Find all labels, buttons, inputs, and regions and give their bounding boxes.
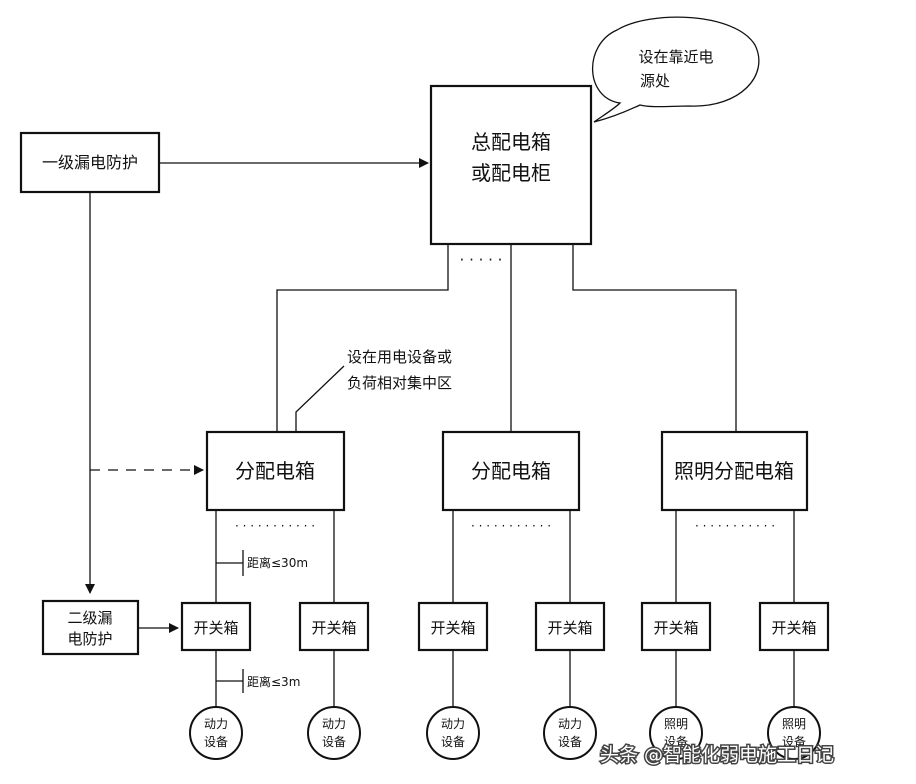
callout-main-line-2: 源处 xyxy=(640,72,670,90)
equipment-line-2: 设备 xyxy=(441,735,465,749)
equipment-line-2: 设备 xyxy=(664,735,688,749)
callout-distribution: 设在用电设备或 负荷相对集中区 xyxy=(347,348,452,392)
distribution-box-2-label: 分配电箱 xyxy=(471,459,551,483)
level1-protection-box: 一级漏电防护 xyxy=(19,131,161,194)
power-equipment: 动力 设备 xyxy=(543,706,597,760)
power-equipment: 动力 设备 xyxy=(189,706,243,760)
equipment-line-1: 动力 xyxy=(441,717,465,731)
main-distribution-box: 总配电箱 或配电柜 xyxy=(429,84,593,246)
equipment-line-2: 设备 xyxy=(322,735,346,749)
switch-box-label: 开关箱 xyxy=(547,619,592,637)
power-equipment: 动力 设备 xyxy=(307,706,361,760)
level2-protection-line-1: 二级漏 xyxy=(67,609,112,627)
equipment-line-2: 设备 xyxy=(204,735,228,749)
switch-box: 开关箱 xyxy=(534,601,606,652)
distribution-box-1-label: 分配电箱 xyxy=(235,459,315,483)
switch-box: 开关箱 xyxy=(417,601,489,652)
level2-protection-line-2: 电防护 xyxy=(67,630,112,648)
branch-ellipsis-3: · · · · · · · · · · · xyxy=(695,519,775,533)
switch-box-label: 开关箱 xyxy=(653,619,698,637)
switch-box-label: 开关箱 xyxy=(193,619,238,637)
main-box-line-2: 或配电柜 xyxy=(471,161,551,185)
equipment-line-1: 照明 xyxy=(782,717,806,731)
switch-box: 开关箱 xyxy=(180,601,252,652)
switch-box: 开关箱 xyxy=(640,601,712,652)
lighting-distribution-box: 照明分配电箱 xyxy=(660,430,809,512)
equipment-line-2: 设备 xyxy=(558,735,582,749)
level2-protection-box: 二级漏 电防护 xyxy=(41,599,140,656)
lighting-distribution-box-label: 照明分配电箱 xyxy=(674,459,794,483)
branch-ellipsis-1: · · · · · · · · · · · xyxy=(235,519,315,533)
main-box-line-1: 总配电箱 xyxy=(471,130,551,154)
watermark-text: 头条 @智能化弱电施工日记 xyxy=(600,744,834,766)
switch-box-label: 开关箱 xyxy=(430,619,475,637)
callout-dist-line-1: 设在用电设备或 xyxy=(347,348,452,366)
switch-box-label: 开关箱 xyxy=(311,619,356,637)
main-ellipsis: · · · · · xyxy=(460,251,503,269)
equipment-line-2: 设备 xyxy=(782,735,806,749)
distance-label-30m: 距离≤30m xyxy=(247,555,308,570)
level1-protection-label: 一级漏电防护 xyxy=(42,153,138,172)
connector-lines xyxy=(85,158,795,707)
callout-dist-line-2: 负荷相对集中区 xyxy=(347,374,452,392)
branch-ellipsis-2: · · · · · · · · · · · xyxy=(471,519,551,533)
callout-bubble-main: 设在靠近电 源处 xyxy=(591,16,760,123)
switch-box: 开关箱 xyxy=(298,601,370,652)
distribution-box-2: 分配电箱 xyxy=(441,430,581,512)
distribution-box-1: 分配电箱 xyxy=(205,430,346,512)
lighting-equipment: 照明 设备 xyxy=(767,706,821,760)
distance-label-3m: 距离≤3m xyxy=(247,674,300,689)
equipment-line-1: 动力 xyxy=(322,717,346,731)
power-equipment: 动力 设备 xyxy=(426,706,480,760)
lighting-equipment: 照明 设备 xyxy=(649,706,703,760)
callout-main-line-1: 设在靠近电 xyxy=(638,48,713,66)
equipment-line-1: 动力 xyxy=(558,717,582,731)
equipment-line-1: 动力 xyxy=(204,717,228,731)
equipment-line-1: 照明 xyxy=(664,717,688,731)
switch-box-label: 开关箱 xyxy=(771,619,816,637)
switch-box: 开关箱 xyxy=(758,601,830,652)
